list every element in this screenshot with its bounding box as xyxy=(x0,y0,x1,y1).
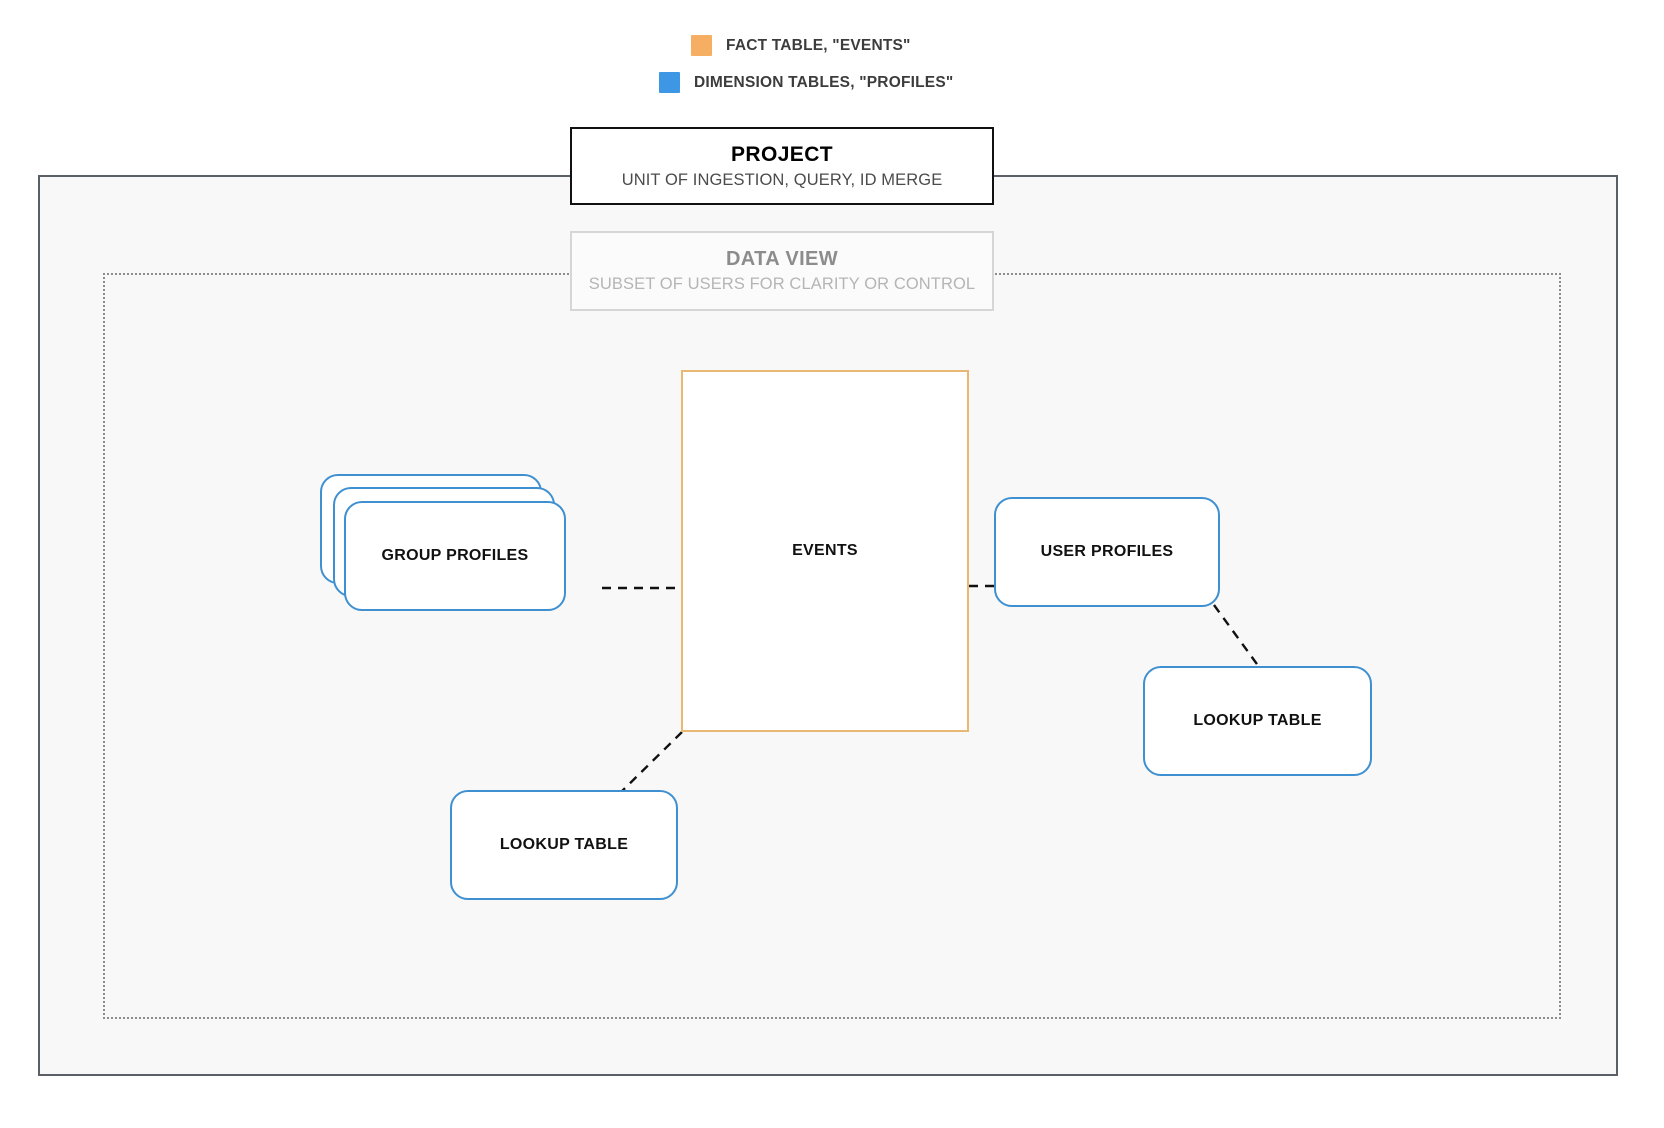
dimension-table-lookup-left: LOOKUP TABLE xyxy=(450,790,678,900)
data-view-subtitle: SUBSET OF USERS FOR CLARITY OR CONTROL xyxy=(588,275,976,293)
fact-table-events: EVENTS xyxy=(681,370,969,732)
dimension-table-group-profiles: GROUP PROFILES xyxy=(344,501,566,611)
data-view-box: DATA VIEW SUBSET OF USERS FOR CLARITY OR… xyxy=(570,231,994,311)
project-subtitle: UNIT OF INGESTION, QUERY, ID MERGE xyxy=(621,170,943,189)
data-view-title: DATA VIEW xyxy=(725,248,839,270)
project-title: PROJECT xyxy=(731,142,833,166)
connector-line xyxy=(614,731,683,799)
project-box: PROJECT UNIT OF INGESTION, QUERY, ID MER… xyxy=(570,127,994,205)
group-profiles-label: GROUP PROFILES xyxy=(381,547,529,564)
connector-line xyxy=(1213,604,1263,672)
dimension-table-lookup-right: LOOKUP TABLE xyxy=(1143,666,1372,776)
user-profiles-label: USER PROFILES xyxy=(1040,543,1174,560)
orange-square-swatch xyxy=(691,35,712,56)
dimension-table-user-profiles: USER PROFILES xyxy=(994,497,1220,607)
fact-table-events-label: EVENTS xyxy=(792,542,858,559)
legend-label-fact-table: FACT TABLE, "EVENTS" xyxy=(726,36,911,54)
blue-square-swatch xyxy=(659,72,680,93)
connector-user-profiles-to-lookup-right xyxy=(1213,604,1263,672)
legend-item-fact-table: FACT TABLE, "EVENTS" xyxy=(691,35,911,56)
legend-item-dimension-tables: DIMENSION TABLES, "PROFILES" xyxy=(659,72,953,93)
connector-group-profiles-to-events xyxy=(602,586,682,590)
lookup-right-label: LOOKUP TABLE xyxy=(1193,712,1322,729)
legend-label-dimension-tables: DIMENSION TABLES, "PROFILES" xyxy=(694,73,954,91)
lookup-left-label: LOOKUP TABLE xyxy=(499,836,629,853)
